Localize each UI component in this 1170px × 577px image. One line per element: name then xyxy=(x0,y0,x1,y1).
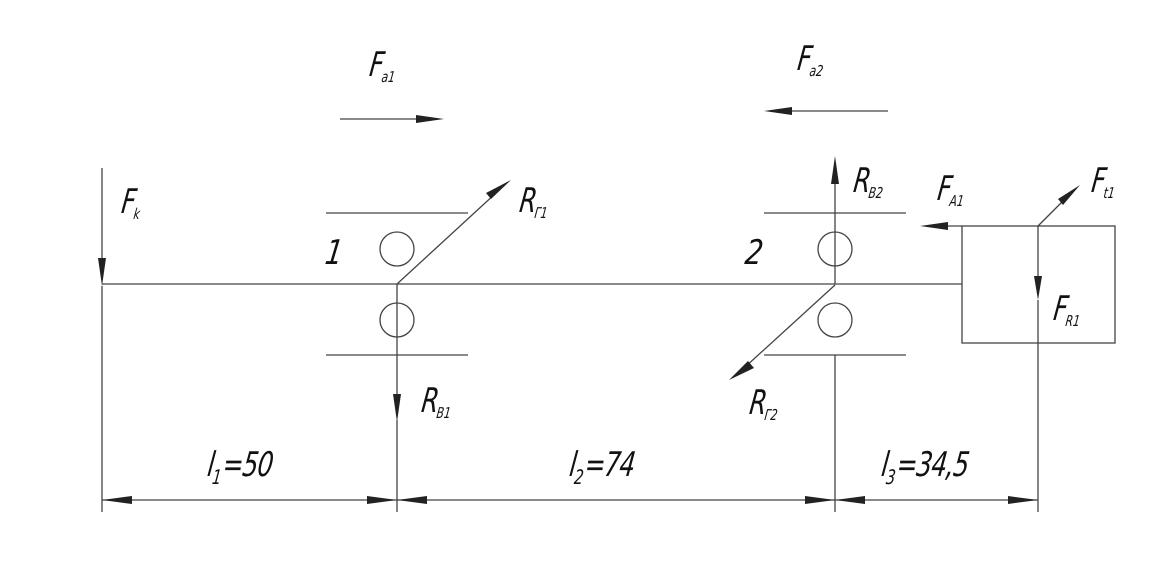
fk-arrow xyxy=(98,168,106,286)
label-ft1: Ft1 xyxy=(1089,161,1116,202)
dim-line-l2 xyxy=(397,496,835,504)
fr1-arrow xyxy=(1034,226,1042,300)
dim-line-l3 xyxy=(835,496,1038,504)
dimension-l1: l1=50 xyxy=(205,445,276,489)
label-rb2: RB2 xyxy=(851,161,885,202)
fa2-arrow xyxy=(764,107,888,115)
label-rg1: RГ1 xyxy=(517,181,549,222)
dimension-l2: l2=74 xyxy=(567,445,638,489)
rg1-arrow xyxy=(396,180,511,285)
label-fr1: FR1 xyxy=(1051,289,1082,330)
dimension-l3: l3=34,5 xyxy=(879,445,972,489)
label-fa2: Fa2 xyxy=(795,39,825,80)
label-rg2: RГ2 xyxy=(747,383,779,424)
fa1-axial-arrow xyxy=(920,222,962,230)
fa1-arrow xyxy=(340,115,444,123)
dim-line-l1 xyxy=(102,496,397,504)
label-rb1: RB1 xyxy=(419,381,453,422)
rb1-arrow xyxy=(393,284,401,422)
label-fa1-axial: FA1 xyxy=(935,169,966,210)
rb2-arrow xyxy=(831,156,839,284)
label-fa1: Fa1 xyxy=(367,45,397,86)
ft1-arrow xyxy=(1037,185,1080,227)
rg2-arrow xyxy=(729,284,836,380)
